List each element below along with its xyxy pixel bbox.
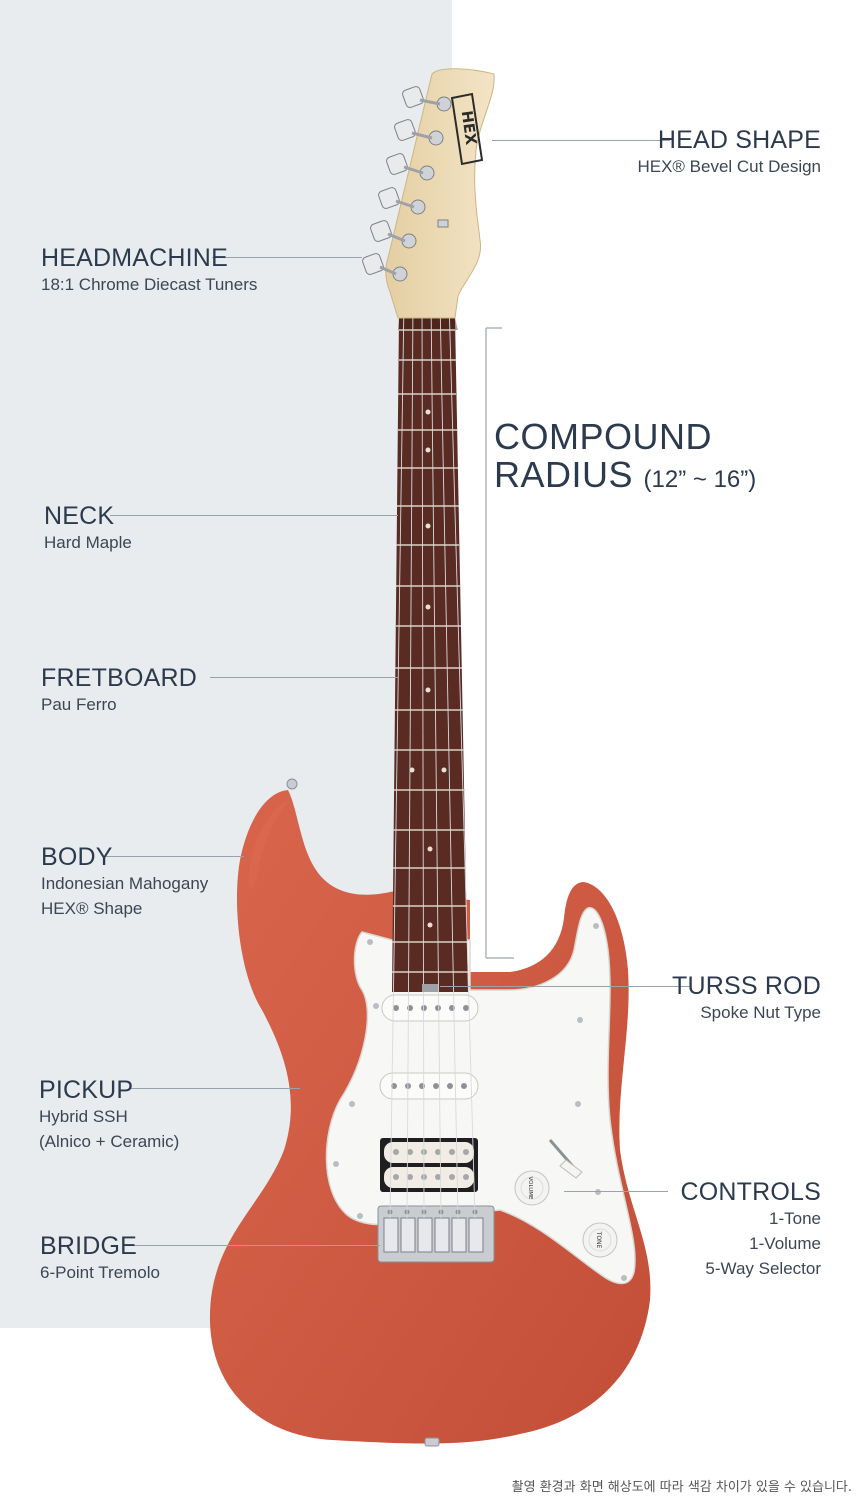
spec-line: 1-Tone [769,1209,821,1228]
leader-body [106,856,244,857]
compound-radius-value: (12” ~ 16”) [643,466,757,493]
spec-title: NECK [44,502,115,530]
compound-radius-line2: RADIUS (12” ~ 16”) [494,456,756,499]
spec-headmachine: HEADMACHINE 18:1 Chrome Diecast Tuners [41,244,257,297]
headstock-logo: HEX [458,109,481,146]
spec-line: 6-Point Tremolo [40,1263,160,1282]
spec-line: Spoke Nut Type [700,1003,821,1022]
spec-title: BODY [41,843,113,871]
spec-bridge: BRIDGE 6-Point Tremolo [40,1232,160,1285]
leader-fretboard [210,677,398,678]
pickup-bridge-humbucker [380,1138,478,1192]
leader-controls [564,1191,668,1192]
spec-line: Hybrid SSH [39,1107,128,1126]
spec-line: Indonesian Mahogany [41,874,209,893]
headstock [385,68,495,319]
spec-line: HEX® Shape [41,899,143,918]
tone-knob-label: TONE [595,1231,602,1249]
tone-knob: TONE [582,1222,618,1258]
leader-headmachine [212,257,362,258]
tuners [362,86,452,282]
spec-title: HEADMACHINE [41,244,228,272]
spec-title: BRIDGE [40,1232,138,1260]
compound-radius-line1: COMPOUND [494,416,712,457]
volume-knob: VOLUME [514,1170,550,1206]
spec-line: 5-Way Selector [705,1259,821,1278]
tremolo-bridge [377,1205,495,1263]
spec-fretboard: FRETBOARD Pau Ferro [41,664,197,717]
pickup-middle [379,1072,479,1100]
spec-body: BODY Indonesian Mahogany HEX® Shape [41,843,208,921]
spec-neck: NECK Hard Maple [44,502,132,555]
fretboard [392,318,468,992]
spec-title: FRETBOARD [41,664,197,692]
leader-truss-rod [440,986,690,987]
spec-title: HEAD SHAPE [657,126,821,154]
hex-logo: HEX [450,92,484,166]
spec-title: TURSS ROD [671,972,821,1000]
spec-line: Pau Ferro [41,695,117,714]
spec-head-shape: HEAD SHAPE HEX® Bevel Cut Design [637,126,821,179]
leader-bridge [126,1245,380,1246]
color-disclaimer: 촬영 환경과 화면 해상도에 따라 색감 차이가 있을 수 있습니다. [511,1480,852,1495]
spec-truss-rod: TURSS ROD Spoke Nut Type [672,972,821,1025]
spec-line: 1-Volume [749,1234,821,1253]
spec-line: (Alnico + Ceramic) [39,1132,180,1151]
spec-line: HEX® Bevel Cut Design [637,157,821,176]
spec-line: Hard Maple [44,533,132,552]
leader-neck [110,515,398,516]
spec-line: 18:1 Chrome Diecast Tuners [41,275,258,294]
volume-knob-label: VOLUME [527,1176,533,1200]
spec-pickup: PICKUP Hybrid SSH (Alnico + Ceramic) [39,1076,179,1154]
spec-title: PICKUP [39,1076,134,1104]
leader-head-shape [492,140,670,141]
pickup-neck [381,994,479,1022]
compound-radius-bracket [485,327,514,959]
leader-pickup [130,1088,300,1089]
compound-radius-word: RADIUS [494,454,634,495]
compound-radius-label: COMPOUND RADIUS (12” ~ 16”) [494,418,756,499]
spec-title: CONTROLS [680,1178,821,1206]
spec-controls: CONTROLS 1-Tone 1-Volume 5-Way Selector [680,1178,821,1281]
